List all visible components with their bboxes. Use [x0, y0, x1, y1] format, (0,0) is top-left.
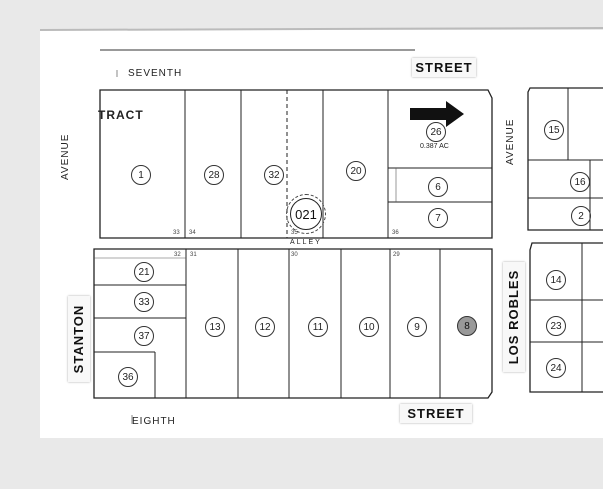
- north-arrow-icon: [410, 101, 464, 127]
- eighth-street-suffix: STREET: [407, 406, 465, 421]
- parcel-23[interactable]: 23: [546, 316, 566, 336]
- eighth-street-label: EIGHTH: [132, 416, 176, 427]
- parcel-9[interactable]: 9: [407, 317, 427, 337]
- parcel-7[interactable]: 7: [428, 208, 448, 228]
- parcel-28[interactable]: 28: [204, 165, 224, 185]
- eighth-street-tape: STREET: [400, 404, 472, 423]
- parcel-20[interactable]: 20: [346, 161, 366, 181]
- avenue-left-label: AVENUE: [60, 133, 71, 180]
- lot-number-32: 32: [174, 252, 181, 258]
- parcel-24[interactable]: 24: [546, 358, 566, 378]
- parcel-37[interactable]: 37: [134, 326, 154, 346]
- parcel-16[interactable]: 16: [570, 172, 590, 192]
- parcel-33[interactable]: 33: [134, 292, 154, 312]
- lot-number-34: 34: [189, 230, 196, 236]
- page-number-circle: 021: [286, 194, 326, 234]
- lot-number-31: 31: [190, 252, 197, 258]
- parcel-11[interactable]: 11: [308, 317, 328, 337]
- parcel-36[interactable]: 36: [118, 367, 138, 387]
- parcel-26[interactable]: 26: [426, 122, 446, 142]
- los-robles-label: LOS ROBLES: [506, 269, 521, 365]
- stanton-tape: STANTON: [68, 296, 90, 382]
- parcel-1[interactable]: 1: [131, 165, 151, 185]
- parcel-15[interactable]: 15: [544, 120, 564, 140]
- parcel-14[interactable]: 14: [546, 270, 566, 290]
- lower-block-outline: [93, 248, 493, 399]
- seventh-street-suffix: STREET: [415, 60, 473, 75]
- stanton-label: STANTON: [71, 304, 86, 374]
- parcel-12[interactable]: 12: [255, 317, 275, 337]
- parcel-21[interactable]: 21: [134, 262, 154, 282]
- los-robles-tape: LOS ROBLES: [503, 262, 525, 372]
- lot-number-36: 36: [392, 230, 399, 236]
- parcel-26-area: 0.387 AC: [420, 143, 449, 150]
- parcel-6[interactable]: 6: [428, 177, 448, 197]
- alley-label: ALLEY: [290, 239, 322, 246]
- tract-label: TRACT: [98, 108, 144, 122]
- parcel-2[interactable]: 2: [571, 206, 591, 226]
- parcel-13[interactable]: 13: [205, 317, 225, 337]
- parcel-8[interactable]: 8: [457, 316, 477, 336]
- lot-number-30: 30: [291, 252, 298, 258]
- seventh-street-label: SEVENTH: [128, 68, 183, 79]
- parcel-10[interactable]: 10: [359, 317, 379, 337]
- seventh-street-tape: STREET: [412, 58, 476, 77]
- lot-number-35: 35: [291, 230, 298, 236]
- lot-number-29: 29: [393, 252, 400, 258]
- parcel-32[interactable]: 32: [264, 165, 284, 185]
- avenue-right-label: AVENUE: [505, 118, 516, 165]
- lot-number-33: 33: [173, 230, 180, 236]
